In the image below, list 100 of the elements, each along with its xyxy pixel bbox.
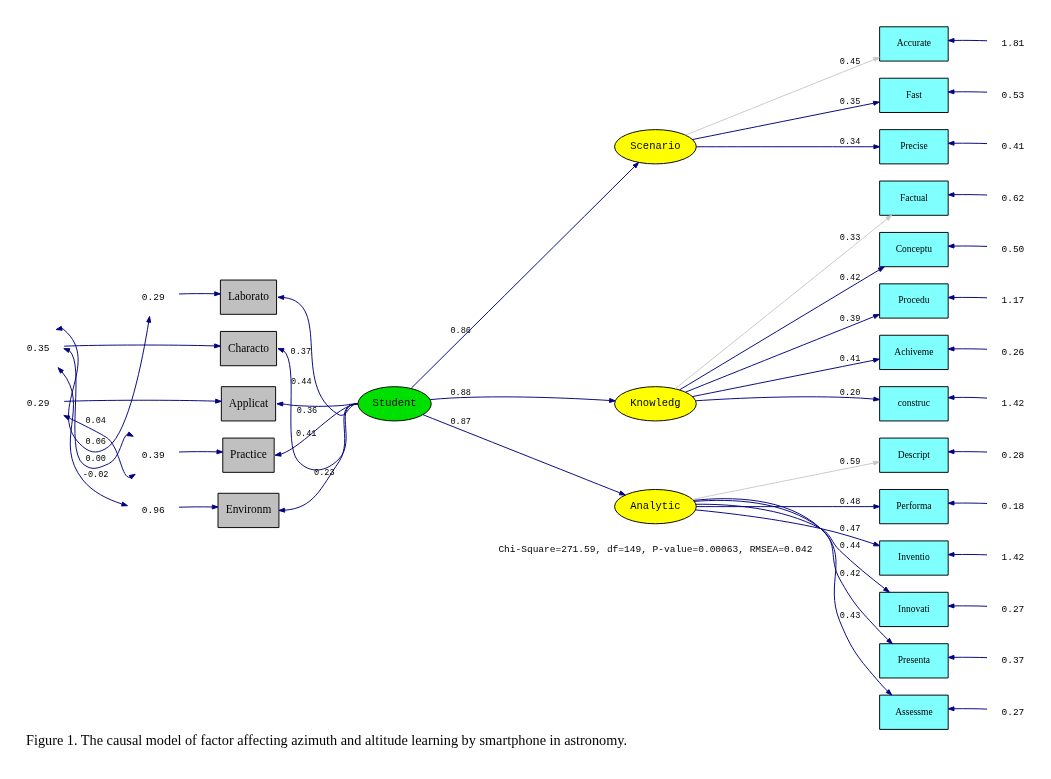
node-text: 0.41 <box>1001 140 1025 152</box>
node-text: 1.42 <box>1001 397 1025 409</box>
node-text: 1.81 <box>1001 37 1025 49</box>
node-text: 0.29 <box>26 397 50 409</box>
node-box: Achiveme <box>879 334 949 370</box>
arrow <box>57 366 128 506</box>
node-box: Applicat <box>220 385 277 421</box>
node-box: Precise <box>879 128 949 164</box>
arrow <box>947 294 988 300</box>
node-box: Accurate <box>879 25 949 62</box>
node-text: 0.26 <box>1001 346 1025 358</box>
edge-label: 0.04 <box>85 415 106 426</box>
node-text: 0.53 <box>1001 89 1025 101</box>
edge-label: 0.87 <box>450 416 472 427</box>
node-box: Descript <box>879 437 949 473</box>
edge-label: 0.00 <box>85 453 106 464</box>
node-box: Assessme <box>879 694 949 730</box>
arrow <box>695 503 890 593</box>
arrow <box>685 56 880 136</box>
edge-label: 0.43 <box>839 610 861 621</box>
edge-label: 0.44 <box>839 540 861 551</box>
node-box: Factual <box>879 180 949 216</box>
arrow <box>178 504 219 509</box>
arrow <box>422 413 626 495</box>
node-text: 0.27 <box>1001 706 1025 718</box>
arrow <box>947 394 988 400</box>
arrow <box>429 395 616 403</box>
node-text: 1.42 <box>1001 551 1025 563</box>
arrow <box>674 214 893 389</box>
node-box: construc <box>879 385 949 421</box>
arrow <box>947 654 988 660</box>
arrow <box>947 140 988 146</box>
caption: Figure 1. The causal model of factor affecting azimuth and altitude learning by smartphone in astronomy. <box>26 731 628 748</box>
node-text: 0.29 <box>141 291 165 303</box>
node-text: 1.17 <box>1001 294 1025 306</box>
edge-label: -0.02 <box>82 469 109 480</box>
edge-label: 0.06 <box>85 436 106 447</box>
arrow <box>693 499 893 644</box>
arrow <box>947 500 988 506</box>
arrow <box>63 347 134 469</box>
arrow <box>691 460 880 500</box>
edge-label: 0.20 <box>839 387 861 398</box>
edge-label: 0.36 <box>296 405 318 416</box>
node-ellipse: Knowledg <box>614 385 697 421</box>
arrow <box>692 497 893 695</box>
arrow <box>63 398 222 404</box>
edge-label: 0.37 <box>290 346 312 357</box>
arrow <box>947 551 988 557</box>
arrow <box>947 448 988 454</box>
node-box: Performa <box>879 488 949 524</box>
arrow <box>695 503 881 509</box>
arrow <box>695 508 881 546</box>
arrow <box>947 243 988 249</box>
arrow <box>947 88 988 94</box>
edge-label: 0.44 <box>291 376 312 387</box>
arrow <box>695 143 881 149</box>
arrow <box>947 705 988 711</box>
node-text: 0.96 <box>141 504 165 516</box>
node-ellipse: Student <box>357 385 432 421</box>
edge-label: 0.45 <box>839 56 861 67</box>
node-box: Practice <box>222 437 275 473</box>
arrow <box>274 402 359 457</box>
edge-label: 0.39 <box>839 313 861 324</box>
arrow <box>55 315 152 452</box>
arrow <box>685 313 880 393</box>
edge-label: 0.42 <box>839 272 861 283</box>
node-box: Inventio <box>879 539 949 576</box>
arrow <box>178 290 221 296</box>
arrow <box>947 191 988 197</box>
node-ellipse: Scenario <box>614 128 697 164</box>
node-box: Presenta <box>879 642 949 678</box>
edge-label: 0.42 <box>839 568 861 579</box>
arrow <box>679 265 885 390</box>
edge-label: 0.34 <box>839 136 861 147</box>
edge-label: 0.48 <box>839 496 861 507</box>
arrow <box>691 357 880 397</box>
node-text: 0.27 <box>1001 603 1025 615</box>
node-box: Environm <box>217 492 280 528</box>
node-box: Procedu <box>879 282 949 319</box>
node-box: Conceptu <box>879 231 949 267</box>
node-text: 0.37 <box>1001 654 1025 666</box>
node-box: Laborato <box>219 279 278 315</box>
node-box: Fast <box>879 77 949 113</box>
arrow <box>63 414 136 479</box>
node-text: 0.35 <box>26 342 50 354</box>
label: Chi-Square=271.59, df=149, P-value=0.00063, RMSEA=0.042 <box>498 543 813 555</box>
arrow <box>691 100 880 140</box>
node-text: 0.39 <box>141 449 165 461</box>
edge-label: 0.59 <box>839 456 861 467</box>
edge-label: 0.47 <box>839 523 861 534</box>
node-text: 0.18 <box>1001 500 1025 512</box>
node-text: 0.28 <box>1001 449 1025 461</box>
node-text: 0.50 <box>1001 243 1025 255</box>
edge-label: 0.35 <box>839 96 861 107</box>
arrow <box>63 342 221 348</box>
edge-label: 0.88 <box>450 387 472 398</box>
edge-label: 0.86 <box>450 325 472 336</box>
arrow <box>277 347 359 470</box>
arrow <box>178 448 224 454</box>
node-box: Characto <box>219 330 278 366</box>
